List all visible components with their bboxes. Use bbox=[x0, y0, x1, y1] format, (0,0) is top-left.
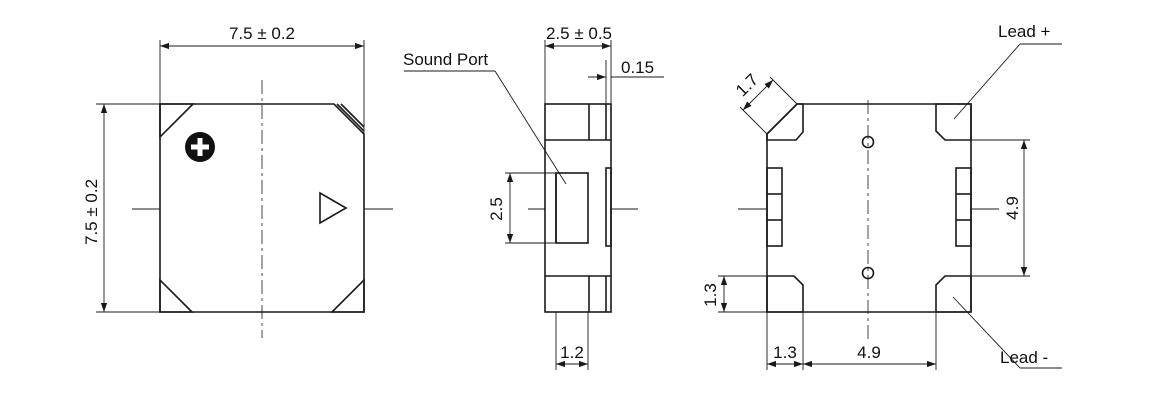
side-body-outline bbox=[544, 103, 612, 313]
sound-port-leader bbox=[494, 70, 567, 185]
chamfer-dimension-line bbox=[742, 79, 774, 111]
front-corner-bottom-right bbox=[330, 278, 365, 313]
lead-minus-label: Lead - bbox=[1000, 348, 1048, 367]
lead-plus-label: Lead + bbox=[998, 22, 1051, 41]
corner-width-label: 1.3 bbox=[773, 343, 797, 362]
pad-span-label: 4.9 bbox=[857, 343, 881, 362]
port-height-label: 2.5 bbox=[487, 197, 506, 221]
sound-port-label: Sound Port bbox=[403, 50, 488, 69]
pad-bottom-left bbox=[766, 275, 804, 313]
side-thickness-label: 2.5 ± 0.5 bbox=[546, 24, 612, 43]
front-height-label: 7.5 ± 0.2 bbox=[82, 179, 101, 245]
bottom-view: 1.7 1.3 4.9 1.3 4.9 Lead + Lead - bbox=[701, 22, 1062, 370]
pad-bottom-right bbox=[935, 275, 972, 313]
triangle-right-icon bbox=[319, 191, 348, 225]
corner-height-label: 1.3 bbox=[701, 283, 720, 307]
side-pad-right bbox=[955, 167, 972, 247]
front-body-outline bbox=[159, 103, 365, 313]
side-terminal bbox=[605, 167, 612, 247]
side-pad-left bbox=[766, 167, 783, 247]
plus-in-circle-icon bbox=[185, 132, 215, 162]
front-width-label: 7.5 ± 0.2 bbox=[229, 24, 295, 43]
front-corner-top-left bbox=[159, 103, 195, 139]
front-view: 7.5 ± 0.2 7.5 ± 0.2 bbox=[82, 24, 393, 338]
lead-plus-leader bbox=[953, 43, 1021, 120]
sound-port-slot bbox=[555, 172, 589, 244]
side-lip-label: 0.15 bbox=[621, 58, 654, 77]
pad-top-right bbox=[935, 103, 972, 141]
side-view: 2.5 ± 0.5 0.15 Sound Port 2.5 1.2 bbox=[403, 24, 664, 370]
front-corner-bottom-left bbox=[159, 278, 194, 313]
pad-pitch-label: 4.9 bbox=[1003, 196, 1022, 220]
pad-top-left bbox=[766, 103, 804, 141]
port-depth-label: 1.2 bbox=[560, 343, 584, 362]
lead-minus-leader bbox=[952, 296, 1021, 369]
